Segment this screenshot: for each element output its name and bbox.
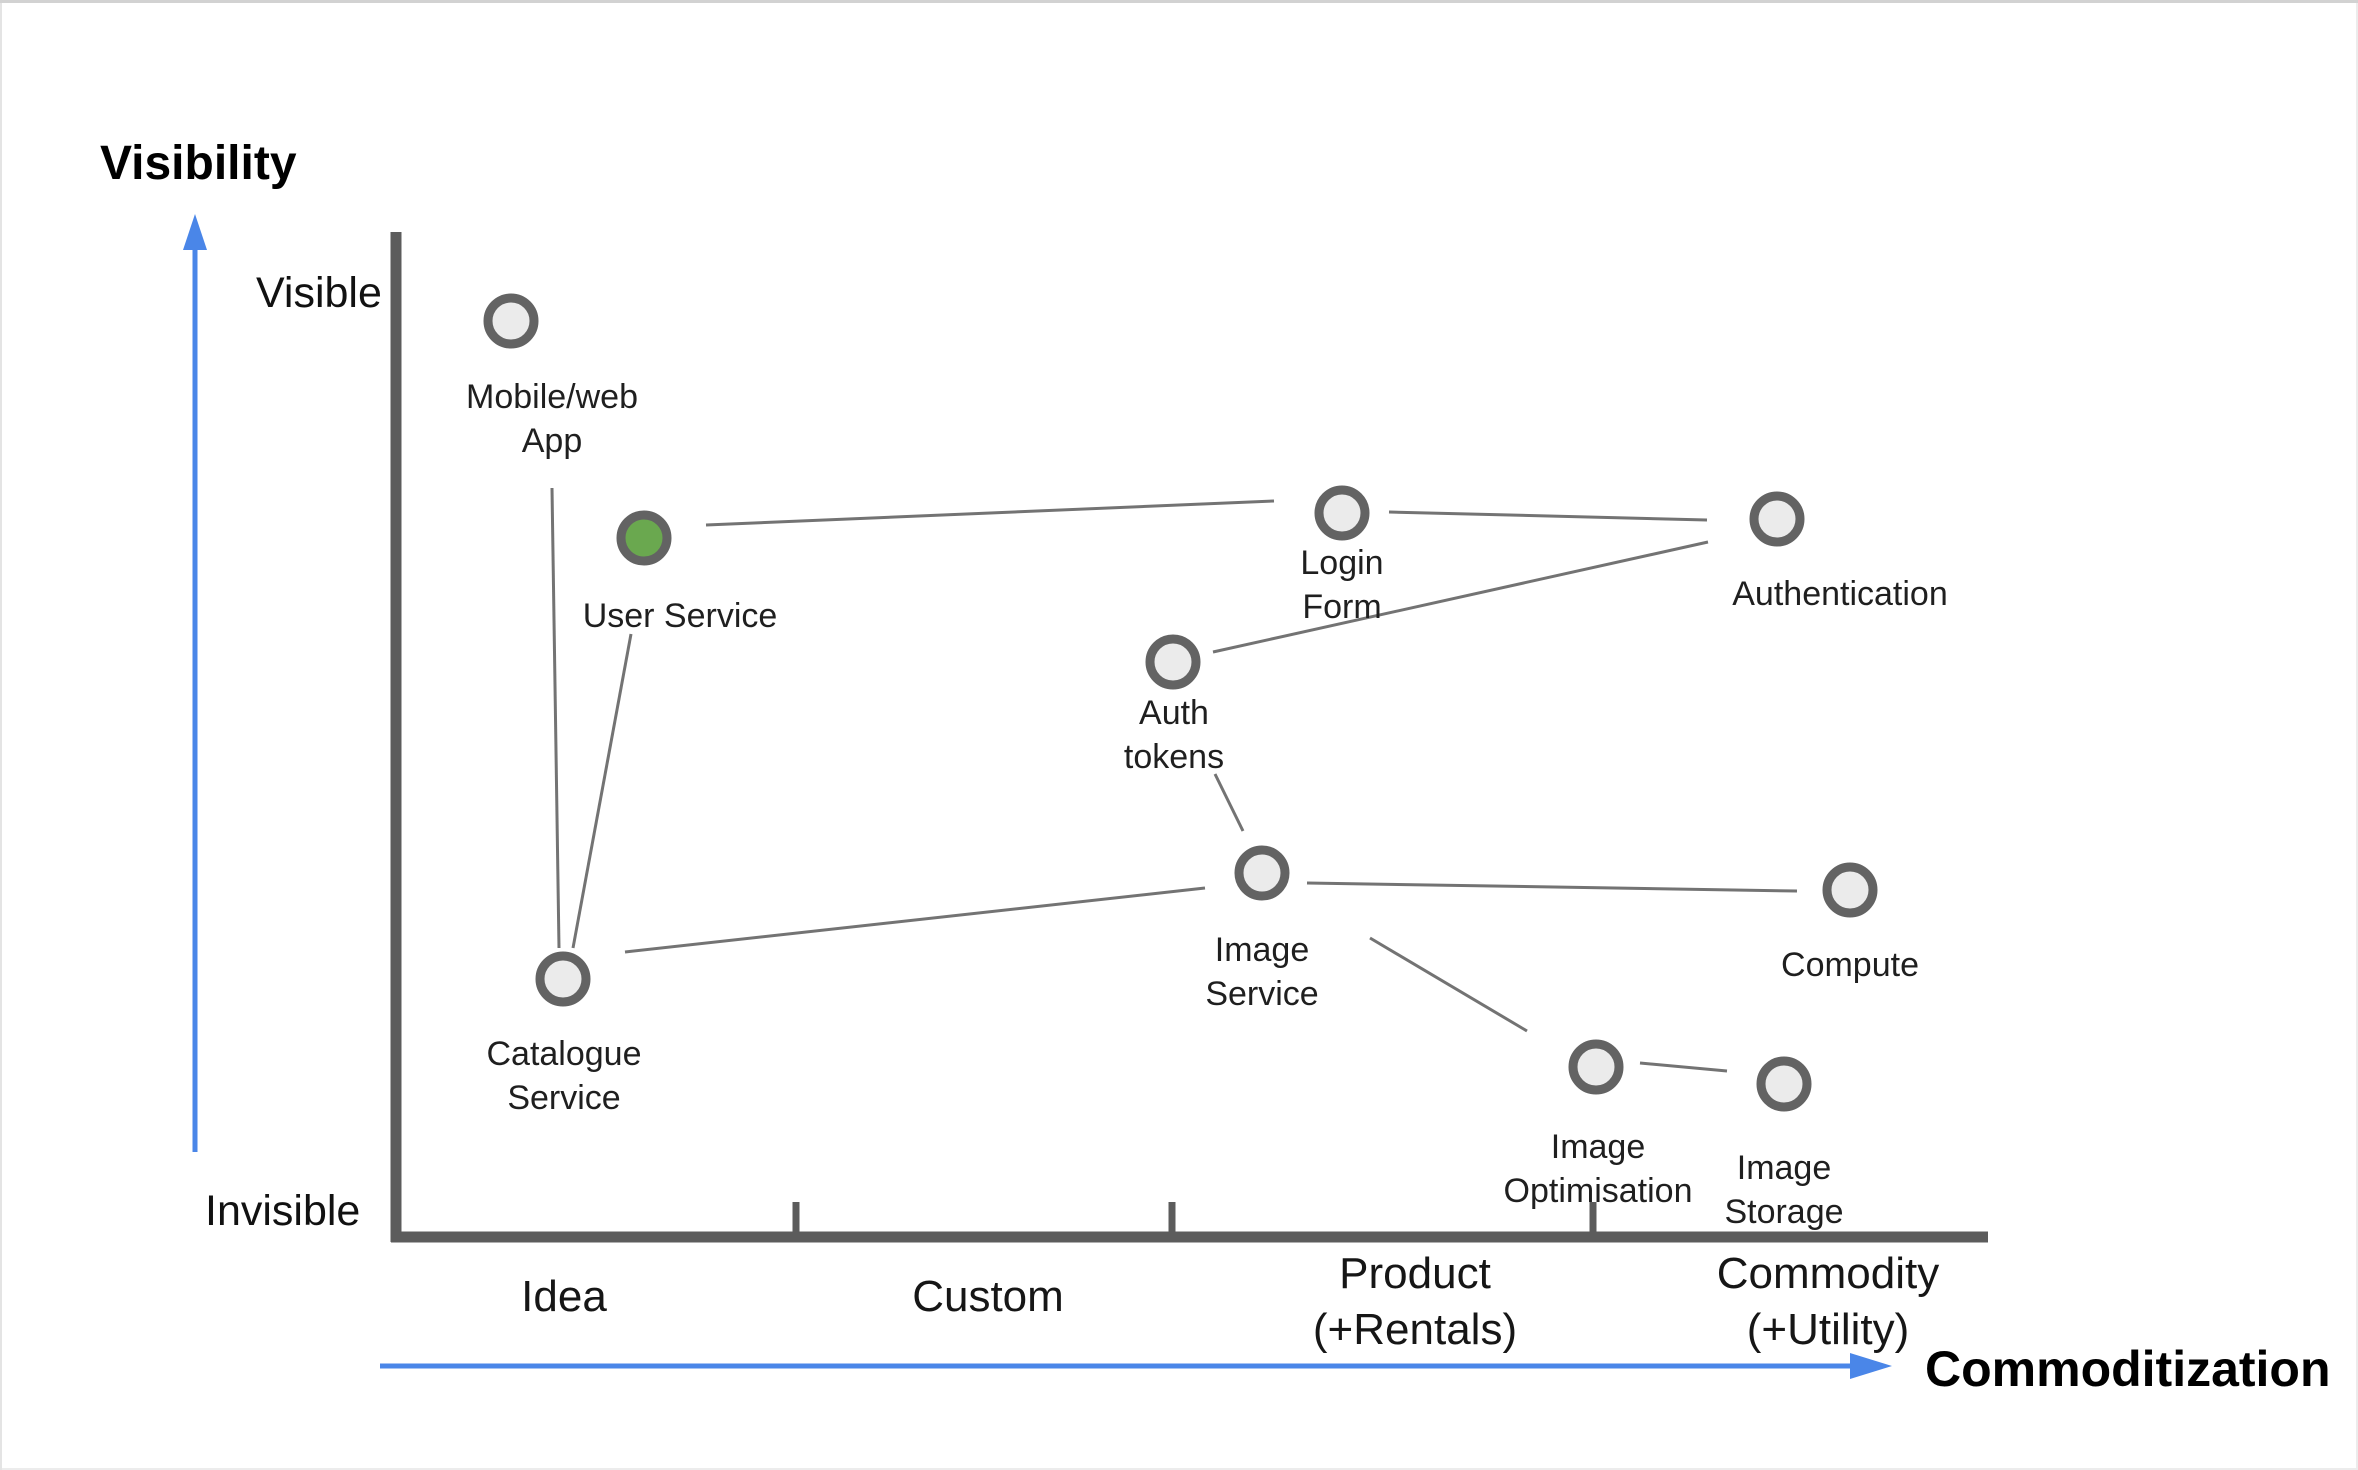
node-mobile-web-app[interactable] xyxy=(483,293,539,349)
edge-image-optimisation--image-storage xyxy=(1639,1061,1728,1073)
x-axis-stage-custom: Custom xyxy=(912,1269,1064,1325)
stage-label-line: Commodity xyxy=(1716,1249,1940,1298)
node-image-service[interactable] xyxy=(1234,845,1290,901)
edge-catalogue-service--image-service xyxy=(624,886,1206,954)
node-compute[interactable] xyxy=(1822,862,1878,918)
edge-login-form--authentication xyxy=(1388,510,1708,522)
y-axis-label-invisible: Invisible xyxy=(205,1187,361,1235)
stage-label-line: Custom xyxy=(912,1272,1064,1321)
edge-auth-tokens--authentication xyxy=(1212,540,1709,654)
edge-auth-tokens--image-service xyxy=(1213,773,1245,832)
commoditization-arrowhead-icon xyxy=(1850,1353,1892,1379)
stage-label-line: (+Utility) xyxy=(1746,1305,1910,1354)
node-login-form[interactable] xyxy=(1314,485,1370,541)
stage-label-line: Idea xyxy=(521,1272,607,1321)
node-user-service[interactable] xyxy=(616,510,672,566)
edge-user-service--catalogue-service xyxy=(571,633,633,949)
visibility-arrowhead-icon xyxy=(183,214,207,250)
node-label-compute: Compute xyxy=(1781,946,1919,984)
node-image-optimisation[interactable] xyxy=(1568,1039,1624,1095)
edge-image-service--image-optimisation xyxy=(1369,936,1528,1033)
y-axis-label-visible: Visible xyxy=(256,269,382,317)
node-label-user-service: User Service xyxy=(583,597,778,635)
x-axis-title: Commoditization xyxy=(1925,1341,2331,1397)
x-axis-stage-commodity: Commodity (+Utility) xyxy=(1717,1246,1940,1358)
node-image-storage[interactable] xyxy=(1756,1056,1812,1112)
edge-mobile-web-app--catalogue-service xyxy=(550,487,561,949)
node-auth-tokens[interactable] xyxy=(1145,634,1201,690)
node-label-authentication: Authentication xyxy=(1732,575,1948,613)
node-authentication[interactable] xyxy=(1749,491,1805,547)
x-axis-stage-product: Product (+Rentals) xyxy=(1313,1246,1517,1358)
node-catalogue-service[interactable] xyxy=(535,951,591,1007)
edge-user-service--login-form xyxy=(705,499,1275,527)
edge-image-service--compute xyxy=(1306,881,1798,893)
y-axis-title: Visibility xyxy=(100,137,297,190)
x-axis-stage-idea: Idea xyxy=(521,1269,607,1325)
stage-label-line: (+Rentals) xyxy=(1312,1305,1518,1354)
stage-label-line: Product xyxy=(1339,1249,1491,1298)
